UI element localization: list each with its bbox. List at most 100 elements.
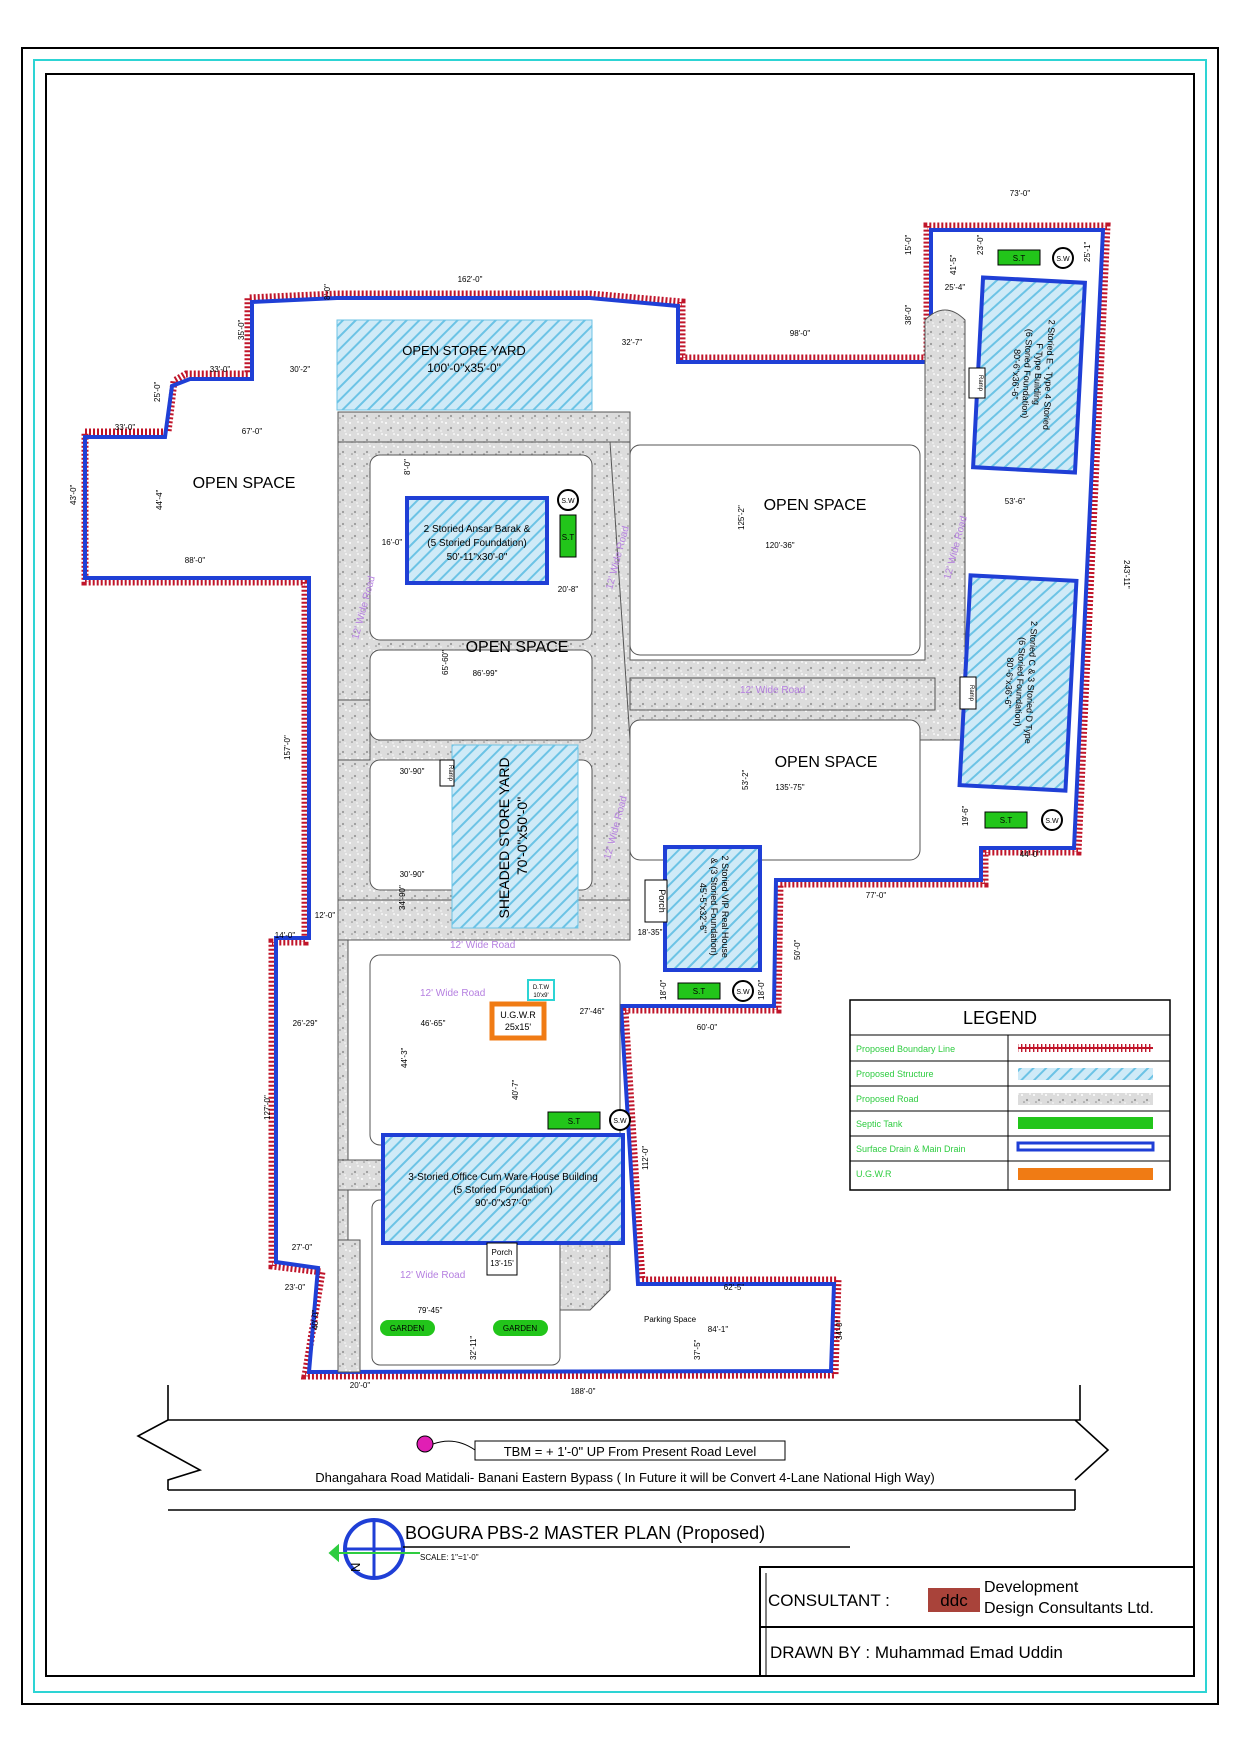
type-cd-label: 2 Storied C & 3 Storied D Type (6 Storie… (1001, 620, 1040, 747)
dim-18b: 18'-0" (757, 979, 766, 1000)
dim-40b: 40'-0" (311, 1309, 320, 1330)
dim-157: 157'-0" (283, 735, 292, 760)
ansar-barak-title: 2 Storied Ansar Barak & (424, 524, 531, 535)
tbm-marker (416, 1435, 434, 1453)
soak-well-office-label: S.W (613, 1118, 627, 1125)
porch-box (644, 879, 668, 923)
ugwr-size: 25x15' (505, 1022, 532, 1032)
dim-37: 37'-5" (693, 1339, 702, 1360)
dim-127: 127'-0" (263, 1095, 272, 1120)
parking-label: Parking Space (644, 1315, 697, 1324)
septic-tank-ef-label: S.T (1013, 254, 1026, 263)
dim-32-7: 32'-7" (622, 338, 643, 347)
dim-19: 19'-6" (961, 805, 970, 826)
soak-well-cd-label: S.W (1045, 818, 1059, 825)
vip-house-title: 2 Storied VIP Real House (720, 856, 730, 958)
dim-65: 65'-60" (441, 650, 450, 675)
scale-label: SCALE: 1"=1'-0" (420, 1553, 479, 1562)
open-store-yard-label: OPEN STORE YARD (402, 343, 526, 358)
dim-43: 43'-0" (69, 484, 78, 505)
garden-1 (380, 1320, 435, 1336)
dim-34: 34'-90" (398, 885, 407, 910)
soak-well-ef-label: S.W (1056, 256, 1070, 263)
dim-27: 27'-0" (292, 1243, 313, 1252)
dim-135: 135'-75" (775, 783, 804, 792)
ramp-1-label: Ramp (447, 765, 453, 782)
ugwr-label: U.G.W.R (500, 1010, 536, 1020)
legend-item-3: Proposed Road (856, 1094, 919, 1104)
office-warehouse-building (381, 1133, 625, 1245)
dim-8b: 8'-0" (323, 284, 332, 300)
tbm-leader (432, 1440, 476, 1451)
dim-23b: 23'-0" (285, 1283, 306, 1292)
site-boundary (81, 222, 1111, 1380)
septic-tank-cd (984, 811, 1028, 829)
ugwr-tank (489, 1001, 547, 1041)
ansar-barak-size: 50'-11"x30'-0" (447, 552, 508, 563)
dim-33a: 33'-0" (210, 365, 231, 374)
sheet-border-cyan (33, 59, 1207, 1693)
dim-12: 12'-0" (315, 911, 336, 920)
dim-33b: 33'-0" (115, 423, 136, 432)
dim-27-46: 27'-46" (580, 1007, 605, 1016)
title-block (759, 1566, 1195, 1677)
site-drain (83, 228, 1106, 1375)
road-label-7: 12' Wide Road (420, 988, 485, 999)
dim-162: 162'-0" (458, 275, 483, 284)
legend-septic-swatch (1018, 1117, 1153, 1129)
dim-14: 14'-0" (275, 931, 296, 940)
dim-30-90a: 30'-90" (400, 767, 425, 776)
legend-title: LEGEND (963, 1008, 1037, 1028)
ansar-barak-foundation: (5 Storied Foundation) (427, 538, 527, 549)
north-label: N (348, 1563, 363, 1572)
highway-road (136, 1385, 1110, 1510)
porch-label: Porch (657, 889, 667, 913)
dim-30-2: 30'-2" (290, 365, 311, 374)
dim-8a: 8'-0" (403, 459, 412, 475)
dim-73: 73'-0" (1010, 189, 1031, 198)
dim-84: 84'-1" (708, 1325, 729, 1334)
dim-40: 40'-7" (511, 1079, 520, 1100)
legend-item-2: Proposed Structure (856, 1069, 934, 1079)
dim-46: 46'-65" (421, 1019, 446, 1028)
dim-44b: 44'-0" (1020, 850, 1041, 859)
dim-18: 18'-0" (659, 979, 668, 1000)
soak-well-cd (1041, 809, 1063, 831)
dim-20-8: 20'-8" (558, 585, 579, 594)
ansar-barak-building (405, 496, 549, 585)
septic-tank-vip-label: S.T (693, 987, 706, 996)
dimension-labels: 162'-0" 73'-0" 98'-0" 35'-0" 33'-0" 33'-… (69, 189, 1131, 1396)
septic-tank-office-label: S.T (568, 1117, 581, 1126)
legend-drain-swatch (1016, 1141, 1155, 1152)
dim-50: 50'-0" (793, 939, 802, 960)
highway-name: Dhangahara Road Matidali- Banani Eastern… (315, 1470, 935, 1485)
sheaded-store-title: SHEADED STORE YARD (496, 757, 512, 918)
dim-25-4: 25'-4" (945, 283, 966, 292)
legend-item-5: Surface Drain & Main Drain (856, 1144, 966, 1154)
soak-well-ef (1052, 247, 1074, 269)
dim-86: 86'-99" (473, 669, 498, 678)
dim-35: 35'-0" (237, 319, 246, 340)
drawn-by: DRAWN BY : Muhammad Emad Uddin (770, 1643, 1063, 1662)
dim-41: 41'-5" (949, 254, 958, 275)
dim-88: 88'-0" (185, 556, 206, 565)
north-arrow-icon (328, 1543, 420, 1563)
dim-38: 38'-0" (904, 304, 913, 325)
sheet-border-outer (21, 47, 1219, 1705)
sheet-border-inner (45, 73, 1195, 1677)
legend-item-1: Proposed Boundary Line (856, 1044, 955, 1054)
type-ef-foundation: (6 Storied Foundation) (1020, 329, 1035, 419)
dim-32-11: 32'-11" (469, 1336, 478, 1360)
dim-53-6: 53'-6" (1005, 497, 1026, 506)
dim-112: 112'-0" (641, 1146, 650, 1170)
office-porch (486, 1242, 518, 1276)
legend-item-4: Septic Tank (856, 1119, 903, 1129)
road-label-8: 12' Wide Road (400, 1270, 465, 1281)
septic-tank-cd-label: S.T (1000, 816, 1013, 825)
septic-tank-vip (677, 982, 721, 1000)
garden-1-label: GARDEN (390, 1324, 424, 1333)
vip-real-house (663, 845, 762, 972)
septic-tank-label: S.T (562, 533, 575, 542)
office-foundation: (5 Storied Foundation) (453, 1185, 553, 1196)
